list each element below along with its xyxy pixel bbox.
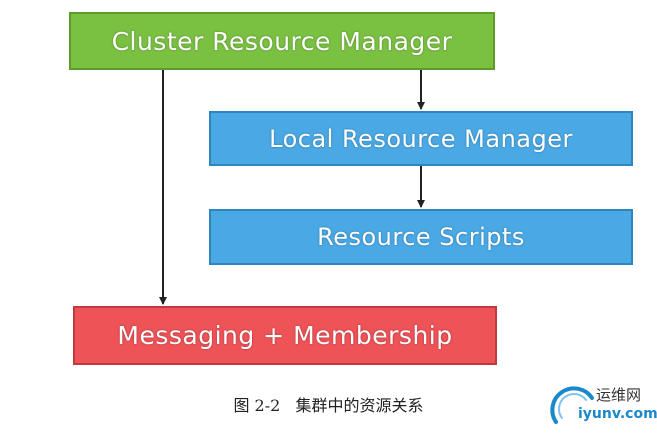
cluster-resource-manager-label: Cluster Resource Manager	[111, 26, 453, 56]
local-resource-manager-box: Local Resource Manager	[209, 111, 633, 166]
messaging-membership-label: Messaging + Membership	[117, 321, 453, 350]
local-resource-manager-label: Local Resource Manager	[269, 124, 573, 153]
watermark-site-name: 运维网	[596, 386, 642, 404]
cluster-resource-manager-box: Cluster Resource Manager	[69, 12, 495, 70]
messaging-membership-box: Messaging + Membership	[73, 306, 497, 365]
watermark-arc-icon	[550, 386, 594, 424]
figure-caption: 图 2-2 集群中的资源关系	[233, 396, 424, 415]
watermark-site-url: iyunv.com	[578, 406, 657, 422]
resource-scripts-label: Resource Scripts	[317, 223, 525, 251]
watermark-logo: 运维网 iyunv.com	[548, 378, 657, 430]
resource-scripts-box: Resource Scripts	[209, 209, 633, 265]
